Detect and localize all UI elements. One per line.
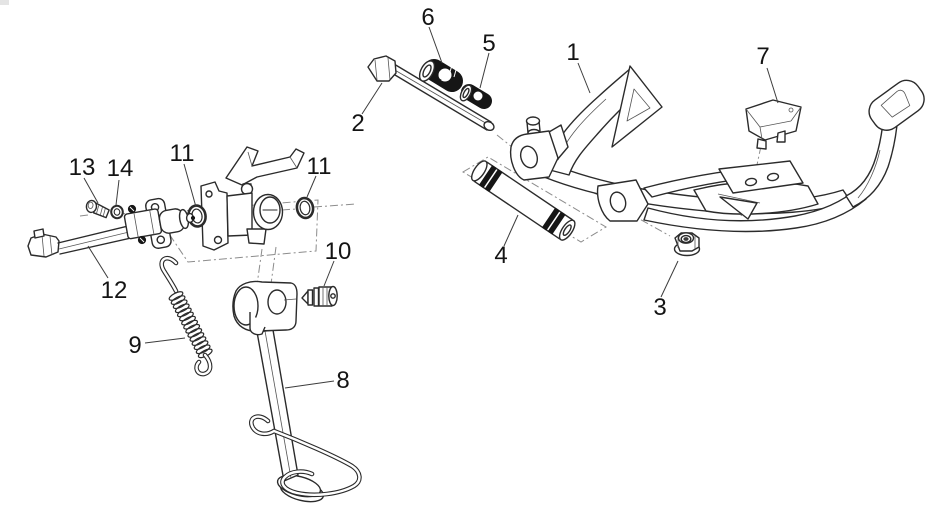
rear-mount-plate	[718, 160, 804, 194]
leader-12	[87, 245, 109, 279]
bracket-hole-bottom	[213, 235, 223, 245]
bushing-large	[418, 59, 463, 92]
switch-screw	[85, 199, 110, 219]
leader-5	[479, 52, 490, 89]
shield-flap	[719, 196, 758, 220]
leader-11-left	[183, 163, 197, 208]
callout-14[interactable]: 14	[107, 155, 134, 182]
buffer-peg-right	[776, 130, 786, 143]
axis-sidestand-pivot	[256, 246, 277, 286]
leader-11-right	[306, 175, 317, 198]
leader-9	[144, 337, 186, 344]
stand-clevis-hole	[267, 289, 287, 315]
side-stand-pivot-bolt	[283, 285, 338, 307]
pivot-bolt-ring1	[307, 289, 314, 306]
axis-clevis-to-nut	[535, 165, 671, 237]
bushing-large-bore	[438, 68, 452, 82]
gusset-hole	[626, 88, 651, 122]
callout-9[interactable]: 9	[128, 332, 141, 359]
flange-nut	[673, 232, 701, 257]
bolt-tip	[483, 120, 495, 132]
side-stand-leg	[232, 280, 362, 503]
rear-plate-hole-right	[766, 172, 780, 182]
spacer-bore	[562, 224, 572, 237]
mid-clevis-hole	[609, 191, 627, 213]
callout-7[interactable]: 7	[756, 43, 769, 70]
leader-7	[766, 67, 779, 104]
callout-1[interactable]: 1	[566, 39, 579, 66]
stand-pivot-bolt	[367, 55, 495, 132]
spacer-end-left	[470, 160, 488, 182]
pivot-bolt-end	[328, 285, 338, 307]
bushing-small-bore	[473, 91, 483, 101]
switch-flange-hole-bottom	[156, 235, 166, 245]
callout-13[interactable]: 13	[69, 154, 96, 181]
bushing-small	[459, 84, 492, 109]
stand-clevis-slot	[249, 312, 266, 336]
leader-13	[83, 177, 99, 204]
lever-seam	[857, 149, 881, 199]
spring-coil	[168, 291, 213, 359]
leader-lines	[83, 26, 779, 389]
corner-artifact	[0, 0, 9, 5]
buffer-block	[745, 99, 802, 141]
callout-8[interactable]: 8	[336, 367, 349, 394]
leader-10	[323, 260, 335, 287]
leader-6	[428, 26, 443, 64]
buffer-peg-left	[756, 138, 767, 150]
switch-stem	[57, 225, 132, 255]
callout-5[interactable]: 5	[482, 30, 495, 57]
leader-14	[115, 179, 120, 206]
leader-1	[577, 62, 591, 94]
pivot-bolt-tip	[301, 290, 309, 305]
callout-11-left[interactable]: 11	[170, 140, 195, 167]
leader-2	[361, 82, 383, 115]
center-stand	[509, 65, 925, 233]
buffer-vent	[788, 107, 794, 113]
rubber-buffer	[745, 99, 802, 150]
bracket-arm	[225, 146, 305, 186]
callout-4[interactable]: 4	[494, 242, 507, 269]
callout-2[interactable]: 2	[351, 110, 364, 137]
side-stand-spring	[159, 255, 213, 377]
foot-lever-pedal	[868, 79, 925, 131]
switch-connector-tab	[33, 228, 45, 239]
leader-4	[503, 214, 519, 247]
mounting-bracket	[200, 146, 305, 251]
leader-8	[284, 380, 335, 389]
rear-plate-hole-left	[744, 177, 758, 187]
side-stand-switch	[27, 197, 196, 258]
switch-washer	[110, 204, 124, 220]
callout-12[interactable]: 12	[101, 277, 128, 304]
bolt-hex-head	[367, 55, 397, 82]
left-clevis-hole	[519, 145, 539, 169]
spacer-roller	[470, 160, 576, 241]
bracket-tab	[246, 228, 267, 245]
bracket-alignment-box	[154, 199, 319, 263]
bracket-hole-top	[205, 190, 213, 198]
axis-bolt-to-clevis	[496, 134, 513, 148]
callout-11-right[interactable]: 11	[307, 153, 332, 180]
o-ring-right	[295, 196, 315, 220]
center-stand-gusset	[611, 65, 663, 148]
callout-6[interactable]: 6	[421, 4, 434, 31]
callout-3[interactable]: 3	[653, 294, 666, 321]
callout-10[interactable]: 10	[325, 238, 352, 265]
switch-body	[123, 208, 163, 240]
leader-3	[660, 260, 679, 298]
nut-bore	[683, 237, 689, 241]
callouts: 1 2 3 4 5 6 7 8 9 10 11 11 12 13 14	[69, 4, 770, 394]
stand-leg-bar	[256, 329, 299, 482]
pivot-bolt-ring2	[313, 287, 320, 307]
